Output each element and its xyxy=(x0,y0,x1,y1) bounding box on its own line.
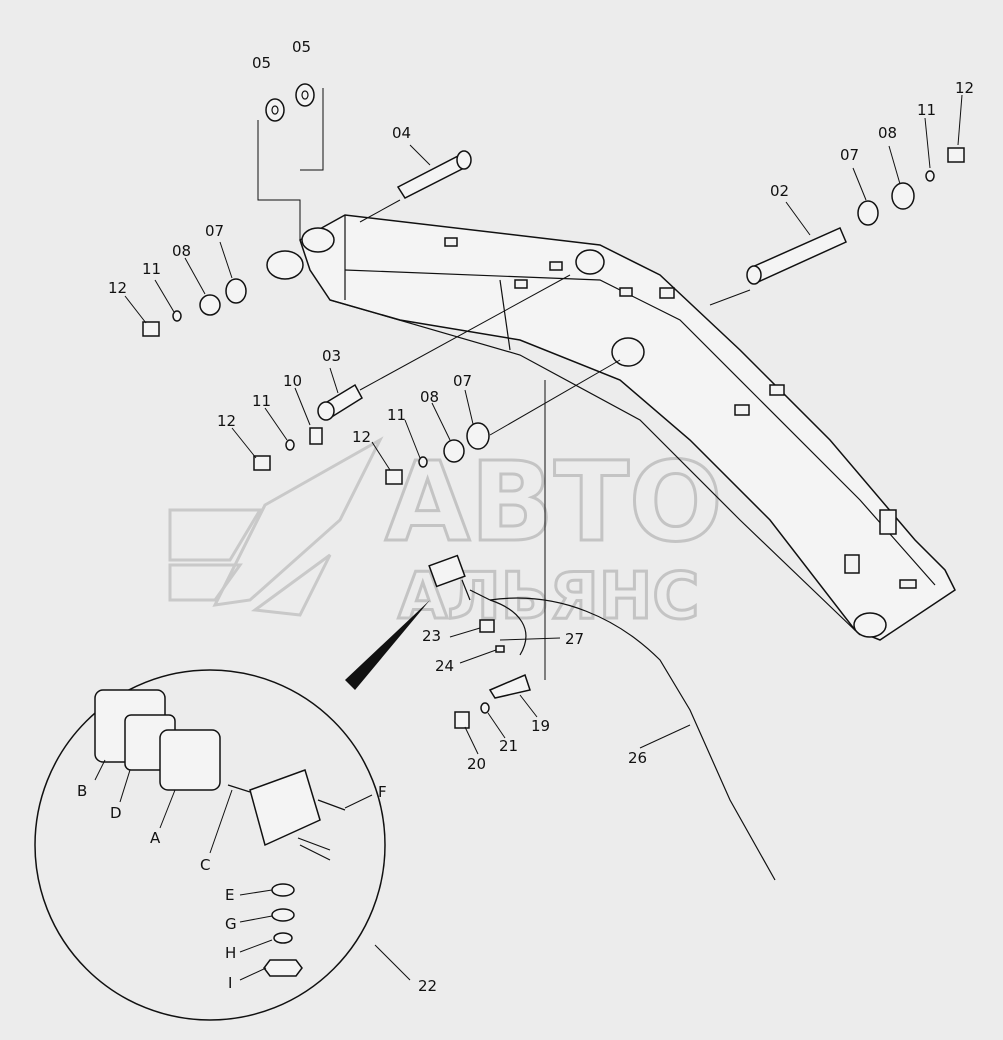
pin-axis-line xyxy=(489,359,621,436)
label-05-right: 05 xyxy=(292,38,311,56)
label-12-mid: 12 xyxy=(352,428,371,446)
label-19: 19 xyxy=(531,717,550,735)
watermark: АВТО АЛЬЯНС xyxy=(168,436,724,636)
label-24: 24 xyxy=(435,657,454,675)
label-22: 22 xyxy=(418,977,437,995)
label-10: 10 xyxy=(283,372,302,390)
pin-02 xyxy=(709,227,847,306)
label-08-mid: 08 xyxy=(420,388,439,406)
label-26: 26 xyxy=(628,749,647,767)
label-03: 03 xyxy=(322,347,341,365)
washers-top xyxy=(142,83,965,485)
label-C: C xyxy=(200,856,210,874)
label-D: D xyxy=(110,804,122,822)
boom-assembly xyxy=(266,214,956,641)
label-07-top-right: 07 xyxy=(840,146,859,164)
label-12-mid-left: 12 xyxy=(217,412,236,430)
pin-04 xyxy=(359,150,472,223)
label-21: 21 xyxy=(499,737,518,755)
watermark-logo xyxy=(168,436,384,617)
label-08-left: 08 xyxy=(172,242,191,260)
label-E: E xyxy=(225,886,234,904)
label-11-left: 11 xyxy=(142,260,161,278)
label-07-left: 07 xyxy=(205,222,224,240)
pin-03 xyxy=(317,274,571,421)
label-20: 20 xyxy=(467,755,486,773)
label-F: F xyxy=(378,783,387,801)
label-08-top-right: 08 xyxy=(878,124,897,142)
label-12-top-right: 12 xyxy=(955,79,974,97)
label-05-left: 05 xyxy=(252,54,271,72)
watermark-line1: АВТО xyxy=(385,438,723,566)
label-02: 02 xyxy=(770,182,789,200)
label-07-mid: 07 xyxy=(453,372,472,390)
label-G: G xyxy=(225,915,237,933)
label-H: H xyxy=(225,944,236,962)
label-23: 23 xyxy=(422,627,441,645)
label-I: I xyxy=(228,974,232,992)
label-27: 27 xyxy=(565,630,584,648)
label-11-top-right: 11 xyxy=(917,101,936,119)
label-11-mid: 11 xyxy=(387,406,406,424)
work-lamp-assembly xyxy=(428,554,776,881)
label-04: 04 xyxy=(392,124,411,142)
lamp-detail-view xyxy=(34,600,430,1021)
leader-lines xyxy=(94,94,963,981)
part-labels: 05 05 04 12 11 08 07 02 07 08 11 12 03 1… xyxy=(77,38,974,995)
label-12-left: 12 xyxy=(108,279,127,297)
label-11-mid-left: 11 xyxy=(252,392,271,410)
label-B: B xyxy=(77,782,87,800)
label-A: A xyxy=(150,829,161,847)
